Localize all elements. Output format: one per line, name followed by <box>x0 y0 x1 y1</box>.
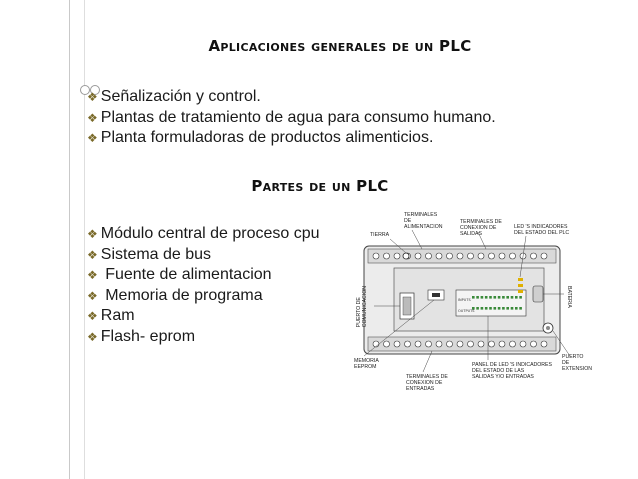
led-indicator <box>480 296 484 299</box>
led-indicator <box>472 307 475 310</box>
diamond-bullet-icon: ❖ <box>87 329 98 344</box>
terminal-screw <box>456 340 464 348</box>
terminal-screw <box>540 252 548 260</box>
list-item: ❖ Fuente de alimentacion <box>87 265 320 286</box>
led-indicator <box>489 307 492 310</box>
terminal-screw <box>404 340 411 348</box>
list-item: ❖Señalización y control. <box>87 87 496 108</box>
led-indicator <box>515 296 518 299</box>
led-indicator <box>476 307 479 310</box>
label-memoria-eeprom: MEMORIA EEPROM <box>354 358 379 370</box>
list-item: ❖Flash- eprom <box>87 327 320 348</box>
label-terminales-entradas: TERMINALES DE CONEXION DE ENTRADAS <box>406 374 448 392</box>
terminal-screw <box>435 340 443 348</box>
terminal-screw <box>446 340 453 348</box>
list-item: ❖Módulo central de proceso cpu <box>87 224 320 245</box>
plc-diagram: INPUTS OUTPUTS TIERRA TERMINALES DE ALIM… <box>348 208 616 403</box>
terminal-screw <box>456 252 464 260</box>
led-panel-rows <box>472 296 522 310</box>
diamond-bullet-icon: ❖ <box>87 90 98 104</box>
label-terminales-alimentacion: TERMINALES DE ALIMENTACION <box>404 212 443 230</box>
list-item: ❖Ram <box>87 306 320 327</box>
title-partes: Partes de un PLC <box>251 177 389 195</box>
aplicaciones-list: ❖Señalización y control. ❖Plantas de tra… <box>87 87 496 149</box>
diamond-bullet-icon: ❖ <box>87 110 98 125</box>
terminal-screw <box>488 340 495 348</box>
diamond-bullet-icon: ❖ <box>87 309 98 323</box>
led-indicator <box>510 307 514 310</box>
led-indicator <box>506 307 509 310</box>
terminal-screw <box>383 340 390 348</box>
led-indicator <box>519 307 522 310</box>
led-indicator <box>497 296 501 299</box>
terminal-screw <box>435 252 443 260</box>
led-indicator <box>476 296 479 299</box>
list-item: ❖Sistema de bus <box>87 245 320 266</box>
led-indicator <box>519 296 522 299</box>
label-bateria: BATERIA <box>566 286 572 308</box>
list-item: ❖Plantas de tratamiento de agua para con… <box>87 108 496 129</box>
led-indicator <box>472 296 475 299</box>
terminal-screw <box>530 252 537 260</box>
label-puerto-comunicacion: PUERTO DE COMUNICACION <box>356 286 368 328</box>
led-indicator <box>506 296 509 299</box>
outputs-tag: OUTPUTS <box>458 309 475 313</box>
terminal-screw <box>498 340 506 348</box>
terminal-screw <box>467 340 474 348</box>
slide-frame-line <box>69 0 70 479</box>
label-leds-plc: LED 's INDICADORES DEL ESTADO DEL PLC <box>514 224 570 236</box>
terminal-screw <box>425 252 432 260</box>
plc-drawing: INPUTS OUTPUTS <box>363 229 571 373</box>
diamond-bullet-icon: ❖ <box>87 131 98 145</box>
diamond-bullet-icon: ❖ <box>87 268 98 282</box>
label-tierra: TIERRA <box>370 232 390 238</box>
diamond-bullet-icon: ❖ <box>87 247 98 262</box>
label-puerto-extension: PUERTO DE EXTENSION <box>562 354 592 372</box>
list-item: ❖ Memoria de programa <box>87 286 320 307</box>
frame-ring-right <box>90 85 100 95</box>
terminal-screw <box>414 252 422 260</box>
label-terminales-salidas: TERMINALES DE CONEXION DE SALIDAS <box>460 219 502 237</box>
terminal-screw <box>509 340 516 348</box>
terminal-screw <box>393 340 401 348</box>
terminal-screw <box>383 252 390 260</box>
terminal-screw <box>393 252 401 260</box>
inputs-tag: INPUTS <box>458 298 471 302</box>
top-terminal-strip <box>372 252 548 260</box>
led-indicator <box>502 296 505 299</box>
terminal-screw <box>446 252 453 260</box>
terminal-screw <box>509 252 516 260</box>
led-indicator <box>484 296 488 299</box>
led-indicator <box>484 307 488 310</box>
terminal-screw <box>477 340 485 348</box>
bottom-terminal-strip <box>372 340 548 348</box>
terminal-screw <box>540 340 548 348</box>
led-indicator <box>515 307 518 310</box>
terminal-screw <box>425 340 432 348</box>
diamond-bullet-icon: ❖ <box>87 227 98 241</box>
terminal-screw <box>488 252 495 260</box>
led-indicator <box>489 296 492 299</box>
led-indicator <box>510 296 514 299</box>
terminal-screw <box>530 340 537 348</box>
led-indicator <box>493 296 497 299</box>
terminal-screw <box>372 252 380 260</box>
terminal-screw <box>477 252 485 260</box>
partes-list: ❖Módulo central de proceso cpu ❖Sistema … <box>87 224 320 347</box>
terminal-screw <box>467 252 474 260</box>
frame-ring-left <box>80 85 90 95</box>
terminal-screw <box>498 252 506 260</box>
slide-frame-line-inner <box>84 0 85 479</box>
diamond-bullet-icon: ❖ <box>87 288 98 303</box>
led-indicator <box>497 307 501 310</box>
list-item: ❖Planta formuladoras de productos alimen… <box>87 128 496 149</box>
led-indicator <box>480 307 484 310</box>
terminal-screw <box>519 340 527 348</box>
label-panel-leds: PANEL DE LED 'S INDICADORES DEL ESTADO D… <box>472 362 552 380</box>
title-aplicaciones: Aplicaciones generales de un PLC <box>208 37 472 55</box>
terminal-screw <box>414 340 422 348</box>
led-indicator <box>493 307 497 310</box>
led-indicator <box>502 307 505 310</box>
